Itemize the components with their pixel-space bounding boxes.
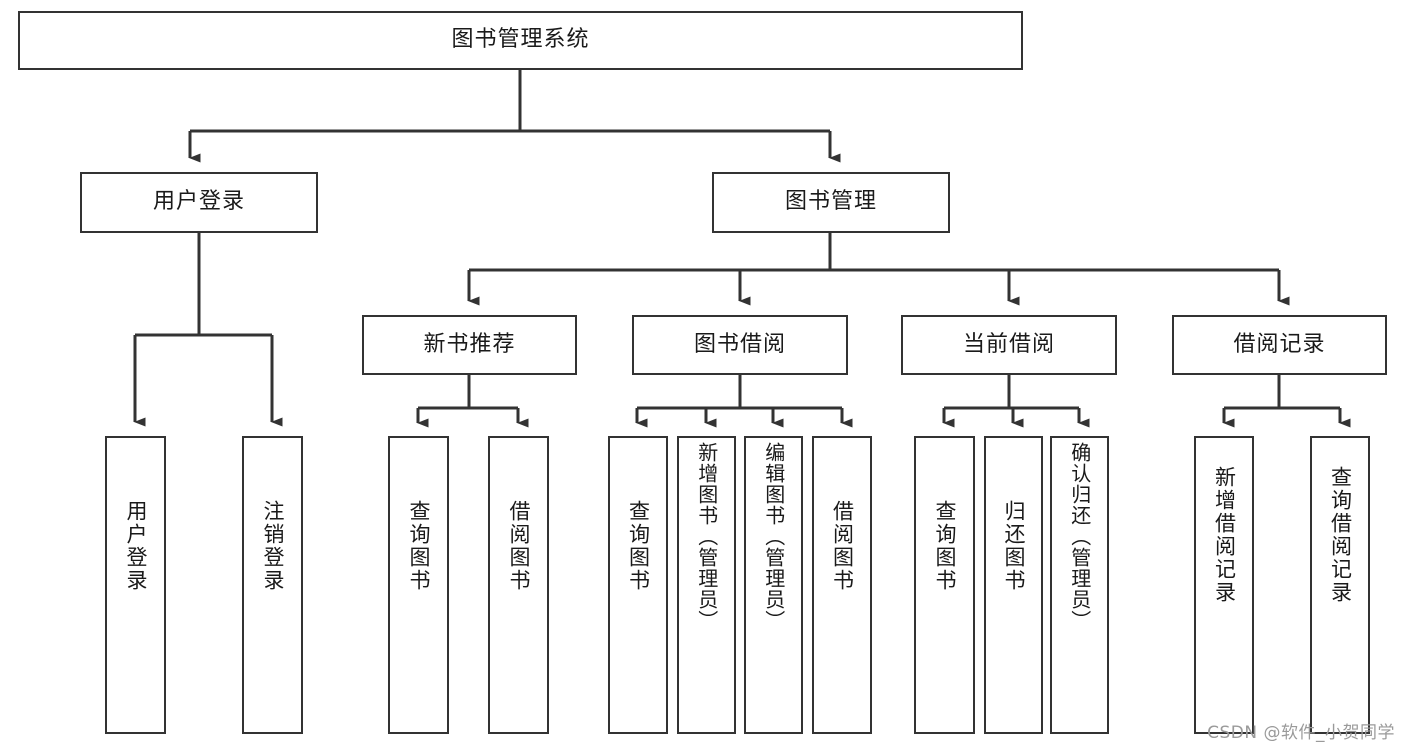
node-leaf-add-borrow-record-label: 新增借阅记录 [1212,466,1237,604]
node-leaf-borrow-book[interactable]: 借阅图书 [812,436,872,734]
node-leaf-confirm-return-admin[interactable]: 确认归还（管理员） [1050,436,1109,734]
node-book-management-label: 图书管理 [784,189,877,215]
node-book-borrow[interactable]: 图书借阅 [632,315,848,375]
node-leaf-borrow-book-label: 借阅图书 [830,500,855,592]
node-leaf-edit-book-admin[interactable]: 编辑图书（管理员） [744,436,803,734]
node-book-borrow-label: 图书借阅 [693,331,786,357]
node-leaf-add-book-admin[interactable]: 新增图书（管理员） [677,436,736,734]
node-user-login[interactable]: 用户登录 [80,172,318,233]
node-leaf-query-book-newbook[interactable]: 查询图书 [388,436,449,734]
node-borrow-record[interactable]: 借阅记录 [1172,315,1387,375]
node-root-book-management-system[interactable]: 图书管理系统 [18,11,1023,70]
node-user-login-label: 用户登录 [152,189,245,215]
node-leaf-query-borrow-record[interactable]: 查询借阅记录 [1310,436,1370,734]
node-new-book-recommend-label: 新书推荐 [423,331,516,357]
node-leaf-user-login[interactable]: 用户登录 [105,436,166,734]
node-leaf-query-book-current[interactable]: 查询图书 [914,436,975,734]
node-book-management[interactable]: 图书管理 [712,172,950,233]
node-current-borrow-label: 当前借阅 [962,331,1055,357]
node-leaf-logout[interactable]: 注销登录 [242,436,303,734]
node-leaf-edit-book-admin-label: 编辑图书（管理员） [761,442,786,631]
node-leaf-borrow-book-newbook-label: 借阅图书 [506,500,531,592]
node-leaf-borrow-book-newbook[interactable]: 借阅图书 [488,436,549,734]
node-leaf-logout-label: 注销登录 [260,500,285,592]
node-leaf-query-book-current-label: 查询图书 [932,500,957,592]
node-leaf-add-borrow-record[interactable]: 新增借阅记录 [1194,436,1254,734]
node-leaf-add-book-admin-label: 新增图书（管理员） [694,442,719,631]
node-leaf-user-login-label: 用户登录 [123,500,148,592]
node-current-borrow[interactable]: 当前借阅 [901,315,1117,375]
node-root-label: 图书管理系统 [451,27,590,53]
node-leaf-return-book[interactable]: 归还图书 [984,436,1043,734]
node-new-book-recommend[interactable]: 新书推荐 [362,315,577,375]
node-borrow-record-label: 借阅记录 [1233,331,1326,357]
node-leaf-query-book-borrow[interactable]: 查询图书 [608,436,668,734]
node-leaf-query-borrow-record-label: 查询借阅记录 [1328,466,1353,604]
node-leaf-return-book-label: 归还图书 [1001,500,1026,592]
node-leaf-query-book-newbook-label: 查询图书 [406,500,431,592]
node-leaf-query-book-borrow-label: 查询图书 [626,500,651,592]
watermark-text: CSDN @软件_小贺同学 [1207,723,1395,743]
node-leaf-confirm-return-admin-label: 确认归还（管理员） [1067,442,1092,631]
